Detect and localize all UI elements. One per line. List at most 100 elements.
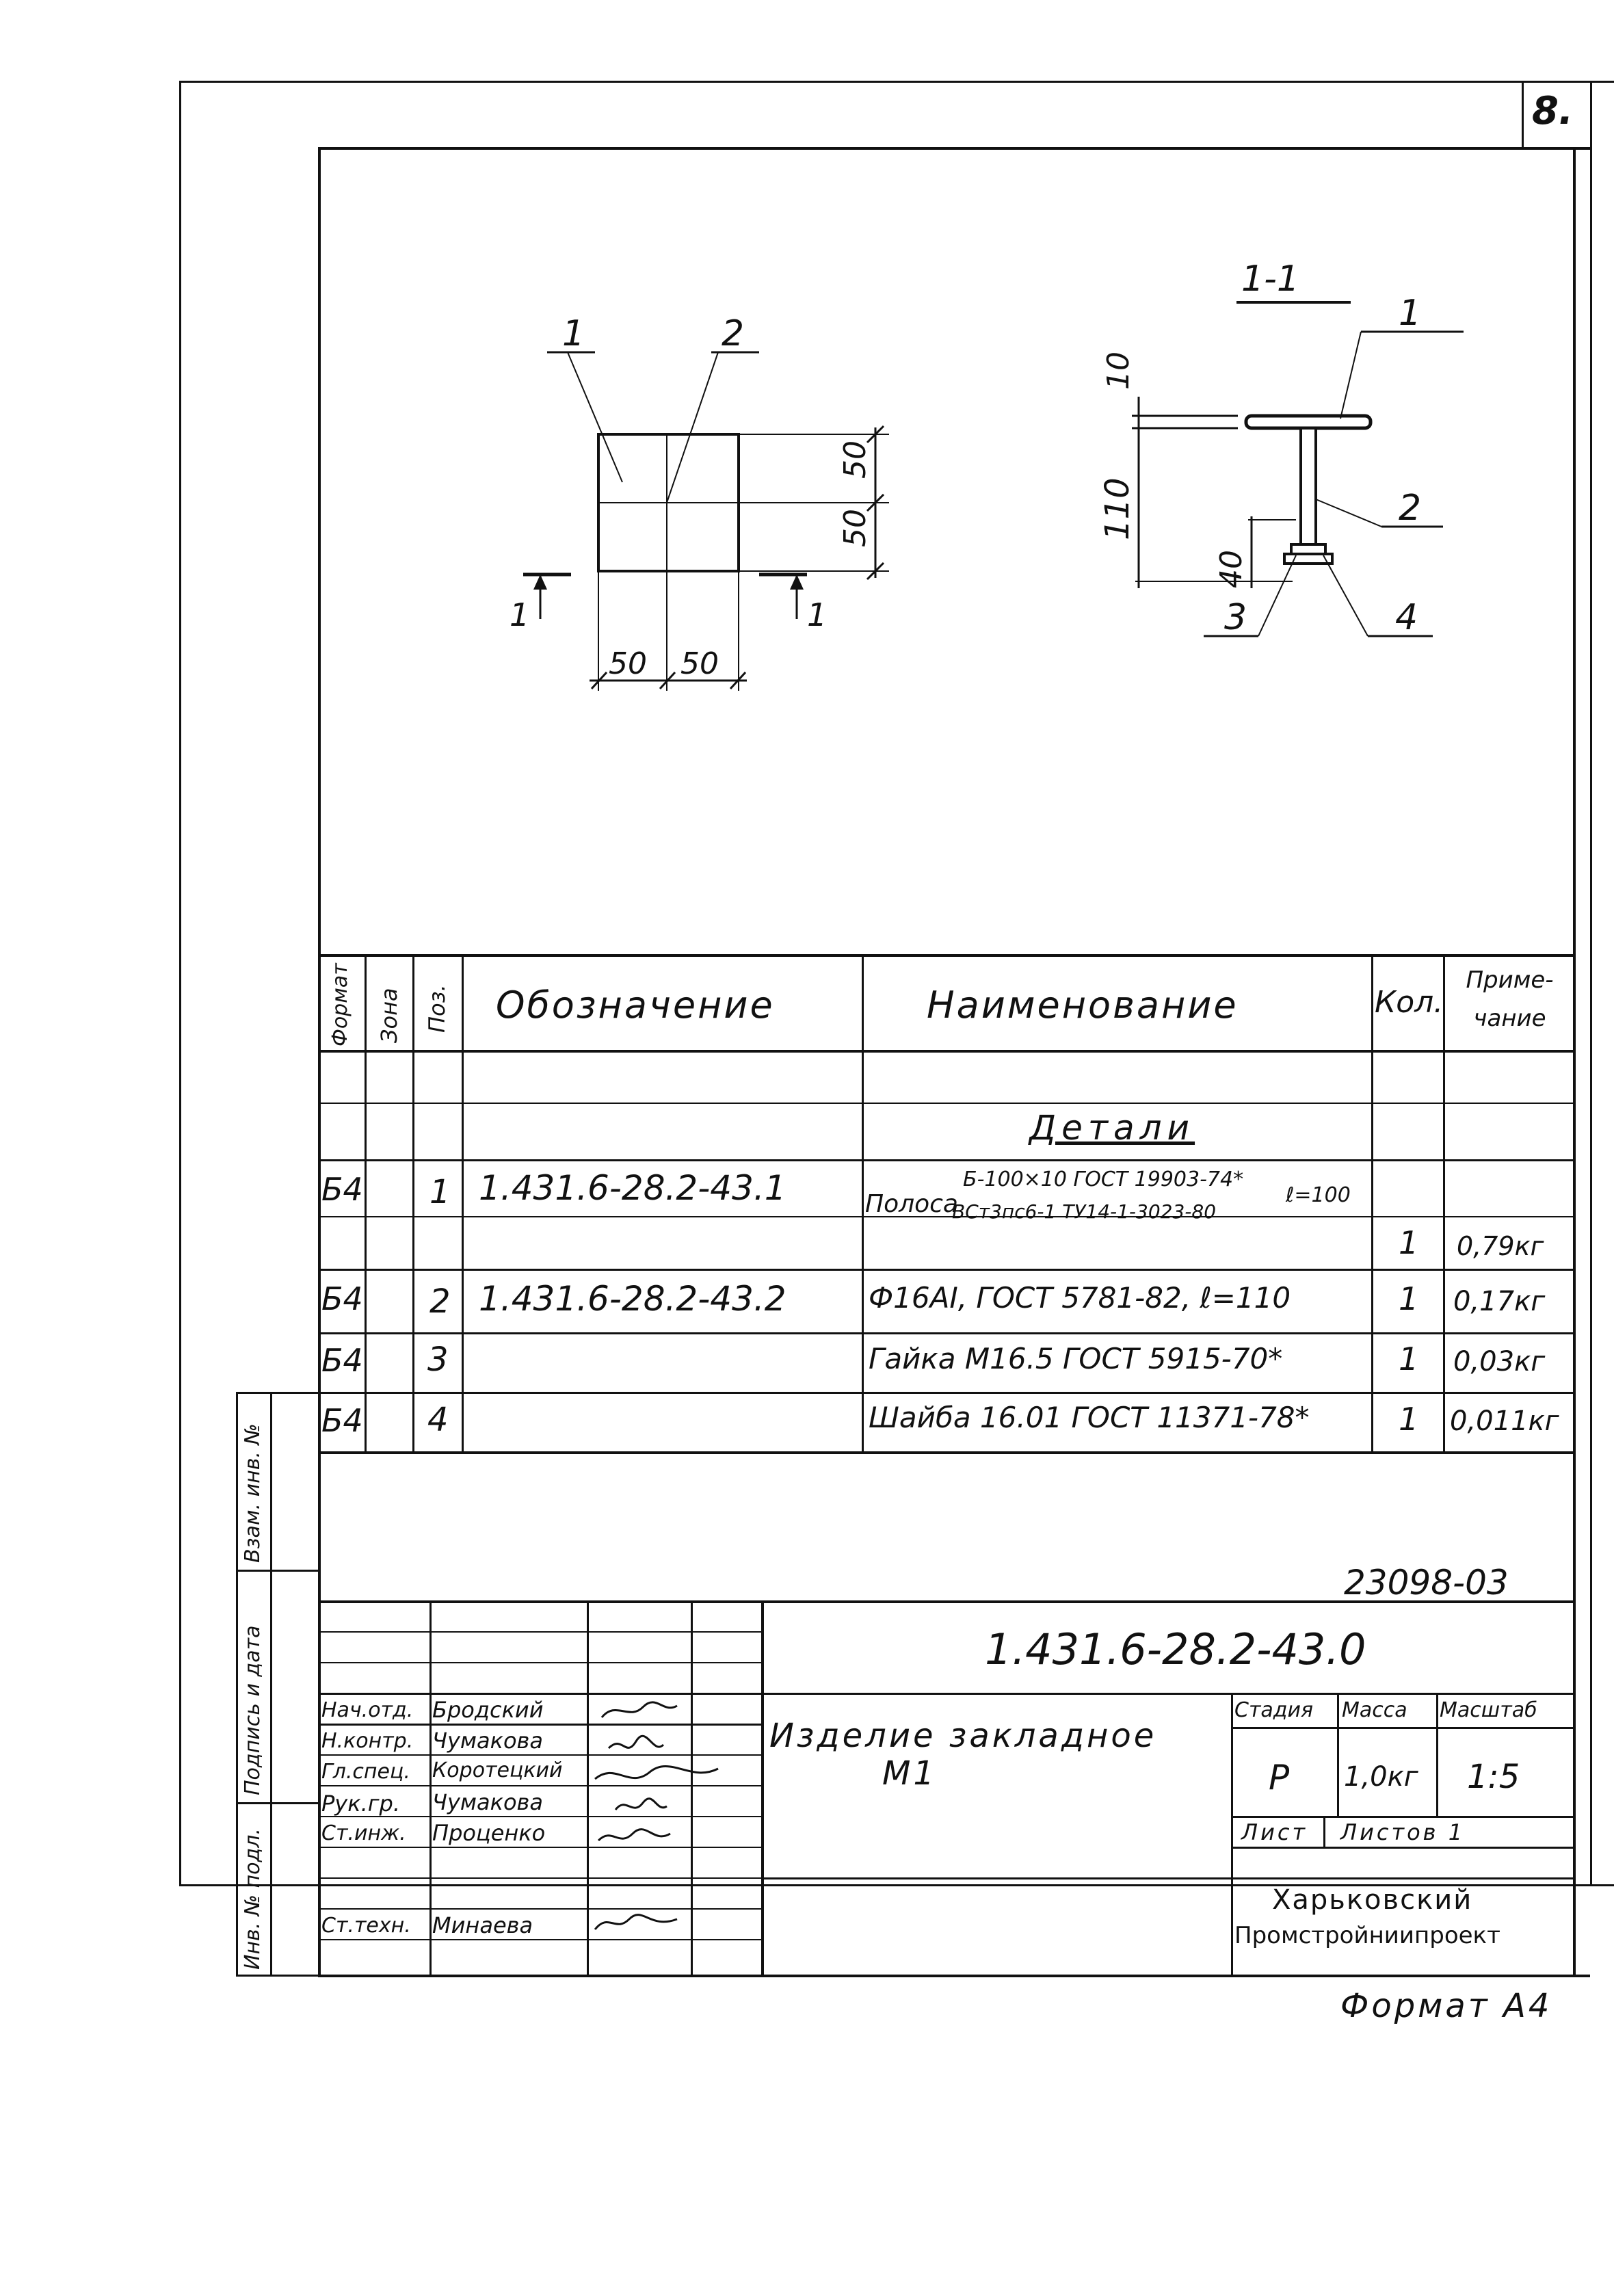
row2-format: Б4 bbox=[321, 1280, 363, 1317]
mass-value: 1,0кг bbox=[1344, 1761, 1418, 1793]
header-pos: Поз. bbox=[424, 984, 450, 1033]
tbl-bottom bbox=[318, 1451, 1575, 1454]
tb-line bbox=[318, 1724, 763, 1726]
tb-line bbox=[691, 1600, 693, 1977]
side-stamp-line bbox=[270, 1392, 272, 1977]
side-stamp-line bbox=[236, 1570, 318, 1572]
section-plate bbox=[1244, 414, 1373, 430]
header-format: Формат bbox=[328, 963, 352, 1046]
tb-line bbox=[318, 1816, 763, 1817]
row4-format: Б4 bbox=[321, 1402, 363, 1439]
signer-role-2: Н.контр. bbox=[321, 1729, 414, 1753]
tbl-col-line bbox=[412, 954, 414, 1451]
signer-role-3: Гл.спец. bbox=[321, 1760, 410, 1784]
side-stamp-line bbox=[236, 1802, 318, 1804]
dim-right-2: 50 bbox=[838, 509, 873, 547]
outer-frame-left bbox=[179, 81, 181, 1886]
section-dim-110: 110 bbox=[1098, 477, 1137, 540]
tbl-col-line bbox=[1371, 954, 1373, 1451]
dim-bottom-2: 50 bbox=[680, 646, 719, 681]
stage-value: Р bbox=[1269, 1758, 1290, 1797]
tb-line bbox=[761, 1600, 764, 1977]
dim-bottom-1: 50 bbox=[609, 646, 647, 681]
row1-name-suffix: ℓ=100 bbox=[1286, 1183, 1351, 1207]
row4-name: Шайба 16.01 ГОСТ 11371-78* bbox=[869, 1401, 1310, 1434]
tb-line bbox=[318, 1908, 763, 1910]
side-stamp-inv: Инв. № подл. bbox=[241, 1828, 265, 1970]
row3-qty: 1 bbox=[1399, 1341, 1419, 1377]
inner-frame-top bbox=[318, 147, 1590, 150]
inner-frame-right bbox=[1573, 147, 1576, 1977]
section-view: 1-1 10 110 40 1 2 3 4 bbox=[1098, 259, 1464, 638]
signer-name-4: Чумакова bbox=[432, 1789, 543, 1815]
signer-name-2: Чумакова bbox=[432, 1728, 543, 1754]
section-dim-10: 10 bbox=[1101, 352, 1136, 390]
tb-line bbox=[761, 1693, 1575, 1695]
signer-role-4: Рук.гр. bbox=[321, 1791, 401, 1817]
plan-view: 50 50 50 50 1 2 1 1 bbox=[510, 313, 889, 691]
tbl-row-line bbox=[318, 1159, 1575, 1161]
signer-name-3: Коротецкий bbox=[432, 1758, 563, 1782]
side-stamp-line bbox=[236, 1975, 318, 1977]
section-washer bbox=[1283, 553, 1334, 565]
tbl-col-line bbox=[862, 954, 864, 1451]
plan-callout-1: 1 bbox=[562, 313, 585, 354]
tbl-head-bottom bbox=[318, 1050, 1575, 1053]
header-zone: Зона bbox=[376, 988, 402, 1043]
org-line1: Харьковский bbox=[1272, 1884, 1473, 1916]
row4-qty: 1 bbox=[1399, 1401, 1419, 1438]
row3-pos: 3 bbox=[427, 1341, 449, 1379]
product-name-line1: Изделие закладное bbox=[769, 1717, 1157, 1755]
tb-line bbox=[318, 1939, 763, 1940]
row3-name: Гайка М16.5 ГОСТ 5915-70* bbox=[869, 1342, 1283, 1375]
row1-name-top: Б-100×10 ГОСТ 19903-74* bbox=[963, 1167, 1244, 1191]
tb-line bbox=[318, 1693, 763, 1695]
side-stamp-line bbox=[236, 1392, 238, 1977]
mass-label: Масса bbox=[1342, 1698, 1407, 1722]
org-line2: Промстройниипроект bbox=[1234, 1922, 1500, 1949]
outer-frame-right bbox=[1590, 81, 1592, 1886]
row1-qty: 1 bbox=[1399, 1224, 1419, 1261]
row1-pos: 1 bbox=[429, 1173, 451, 1211]
drawing-views: 50 50 50 50 1 2 1 1 1-1 bbox=[510, 259, 1464, 691]
scale-value: 1:5 bbox=[1467, 1758, 1520, 1796]
tb-line bbox=[1231, 1693, 1233, 1977]
header-designation: Обозначение bbox=[496, 984, 775, 1027]
row1-name-prefix: Полоса bbox=[865, 1190, 958, 1218]
row1-name-bottom: ВСт3пс6-1 ТУ14-1-3023-80 bbox=[952, 1200, 1217, 1223]
tb-line bbox=[318, 1631, 763, 1633]
tb-line bbox=[318, 1785, 763, 1786]
cut-mark-right: 1 bbox=[807, 596, 827, 633]
tbl-col-line bbox=[462, 954, 464, 1451]
header-qty: Кол. bbox=[1375, 985, 1444, 1020]
row2-qty: 1 bbox=[1399, 1280, 1419, 1317]
row1-designation: 1.431.6-28.2-43.1 bbox=[479, 1168, 786, 1208]
sheets-label: Листов 1 bbox=[1340, 1819, 1466, 1845]
row2-designation: 1.431.6-28.2-43.2 bbox=[479, 1279, 786, 1319]
tb-line bbox=[318, 1877, 763, 1879]
signatures bbox=[594, 1701, 719, 1930]
signer-role-1: Нач.отд. bbox=[321, 1698, 414, 1722]
side-stamp-signature: Подпись и дата bbox=[241, 1625, 265, 1796]
signer-role-6: Ст.техн. bbox=[321, 1914, 411, 1938]
tb-line bbox=[1231, 1727, 1575, 1729]
row2-name: Ф16АI, ГОСТ 5781-82, ℓ=110 bbox=[869, 1281, 1291, 1315]
cut-mark-left: 1 bbox=[510, 596, 529, 633]
section-callout-3: 3 bbox=[1224, 597, 1247, 638]
tbl-col-line bbox=[1443, 954, 1445, 1451]
section-nut bbox=[1290, 543, 1327, 555]
signer-name-6: Минаева bbox=[432, 1912, 533, 1938]
header-name: Наименование bbox=[927, 984, 1239, 1027]
tb-line bbox=[587, 1600, 589, 1977]
inner-frame-left bbox=[318, 147, 321, 1977]
tb-line bbox=[1323, 1816, 1325, 1847]
signer-name-1: Бродский bbox=[432, 1697, 544, 1723]
row1-format: Б4 bbox=[321, 1171, 363, 1208]
row2-note: 0,17кг bbox=[1453, 1286, 1546, 1317]
tbl-row-line bbox=[318, 1216, 1575, 1217]
plan-callout-2: 2 bbox=[722, 313, 744, 354]
signer-name-5: Проценко bbox=[432, 1820, 546, 1846]
tb-line bbox=[761, 1877, 1575, 1879]
header-note: Приме- чание bbox=[1466, 966, 1554, 1032]
outer-frame-top bbox=[179, 81, 1614, 83]
